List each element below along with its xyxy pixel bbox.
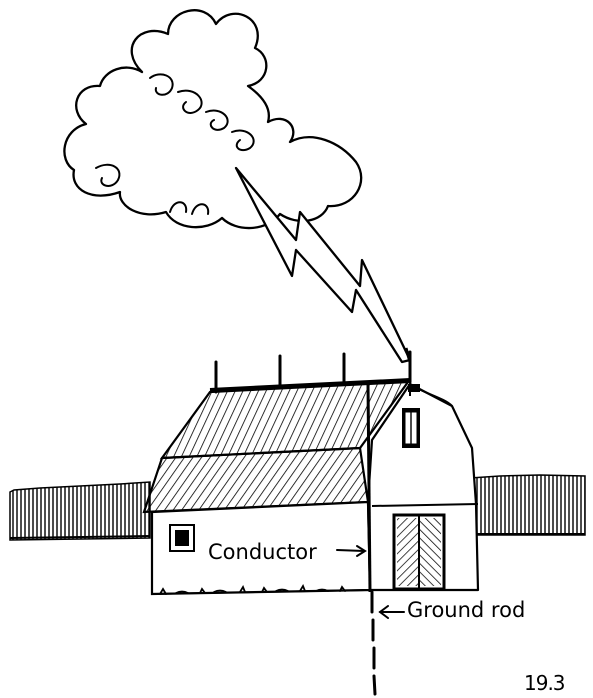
barn-window xyxy=(170,525,194,551)
ground-rod-arrow xyxy=(380,606,404,618)
fence-left xyxy=(10,482,150,540)
ground-rod xyxy=(372,592,375,694)
lightning-bolt xyxy=(236,168,410,362)
figure-number: 19.3 xyxy=(524,673,565,693)
ground-rod-label: Ground rod xyxy=(407,600,525,621)
down-conductor xyxy=(368,384,370,592)
fence-right xyxy=(470,475,585,535)
barn-door xyxy=(394,515,444,589)
storm-cloud xyxy=(64,10,361,228)
conductor-label: Conductor xyxy=(208,542,317,563)
